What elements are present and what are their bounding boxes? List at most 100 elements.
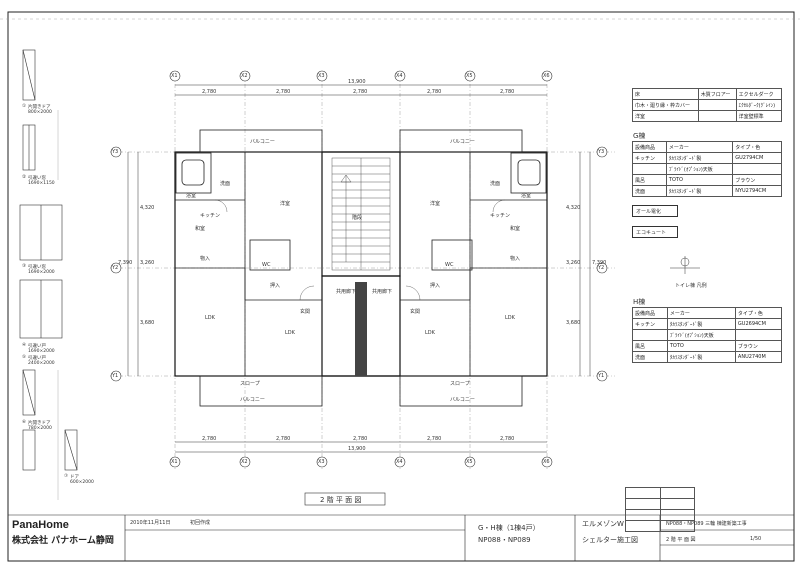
table-cell: ﾀｶﾗｽﾀﾝﾀﾞｰﾄﾞ製 [666, 351, 736, 363]
dim-bottom-span-1: 2,780 [202, 436, 217, 442]
table-cell: 風呂 [632, 340, 668, 352]
room-kitchen-right: キッチン [490, 213, 511, 219]
room-wc-left: WC [262, 262, 271, 268]
window-type-3-code: ③ [22, 264, 27, 269]
table-row [625, 520, 695, 532]
table-header-cell: 設備商品 [632, 141, 667, 153]
toilet-legend-label: トイレ棟 凡例 [675, 283, 707, 289]
dim-bottom-span-3: 2,780 [353, 436, 368, 442]
dim-right-2: 3,260 [566, 260, 581, 266]
dim-bottom-span-4: 2,780 [427, 436, 442, 442]
table-cell: 洋室壁標準 [735, 110, 783, 122]
plan-title: 2 階 平 面 図 [320, 496, 362, 504]
dim-top-overall: 13,900 [348, 79, 366, 85]
window-type-4-size: 1690×2000 [28, 349, 55, 354]
company-name: 株式会社 パナホーム静岡 [12, 536, 114, 546]
dim-top-span-4: 2,780 [427, 89, 442, 95]
table-cell: ﾀｶﾗｽﾀﾝﾀﾞｰﾄﾞ製 [665, 152, 734, 164]
table-header-cell: タイプ・色 [732, 141, 782, 153]
table-cell: ブラウン [732, 174, 782, 186]
table-cell: 木質フロアー [697, 88, 737, 100]
work-title: NP088・NP089 三輪 棟建新築工事 [666, 521, 747, 527]
table-cell: キッチン [632, 318, 668, 330]
room-storage-right: 押入 [430, 283, 441, 289]
window-type-5-label: 引違い戸 [28, 356, 46, 361]
table-cell: ﾀｶﾗｽﾀﾝﾀﾞｰﾄﾞ製 [666, 318, 736, 330]
drawing-status: 初回作成 [190, 520, 211, 526]
table-cell: 洗面 [632, 185, 667, 197]
dim-left-2: 3,260 [140, 260, 155, 266]
window-type-7-label: ドア [70, 475, 79, 480]
table-cell: エクセルダーク [735, 88, 783, 100]
table-cell [625, 509, 661, 521]
table-row: キッチン ﾀｶﾗｽﾀﾝﾀﾞｰﾄﾞ製 GU2794CM [632, 152, 782, 164]
axis-label-y2-right: Y2 [598, 265, 605, 271]
room-balcony-right: バルコニー [450, 397, 475, 403]
room-balcony-top-right: バルコニー [450, 139, 475, 145]
window-type-2-size: 1690×1150 [28, 181, 55, 186]
dim-bottom-span-2: 2,780 [276, 436, 291, 442]
axis-label-y1-right: Y1 [598, 373, 605, 379]
dim-right-1: 4,320 [566, 205, 581, 211]
h-building-heading: H棟 [633, 298, 646, 306]
room-western-right: 洋室 [430, 201, 441, 207]
dim-top-span-3: 2,780 [353, 89, 368, 95]
room-slope-left: スロープ [240, 381, 260, 387]
room-sink-left: 洗面 [220, 181, 231, 187]
axis-label-x2-bottom: X2 [241, 459, 248, 465]
axis-label-x6: X6 [543, 73, 550, 79]
room-western-left: 洋室 [280, 201, 291, 207]
table-row [625, 487, 695, 499]
window-type-5-size: 2400×2000 [28, 361, 55, 366]
window-type-6-code: ⑥ [22, 420, 27, 425]
window-type-2-code: ② [22, 175, 27, 180]
table-row [625, 509, 695, 521]
building-name: G・H棟（1棟4戸） [478, 524, 540, 532]
table-row: キッチン ﾀｶﾗｽﾀﾝﾀﾞｰﾄﾞ製 GU2694CM [632, 318, 783, 330]
table-header-cell: 設備商品 [632, 307, 668, 319]
table-row: 風呂 TOTO ブラウン [632, 340, 783, 352]
ecocute-box: エコキュート [632, 226, 678, 238]
dim-bottom-span-5: 2,780 [500, 436, 515, 442]
dim-top-span-1: 2,780 [202, 89, 217, 95]
drawing-date: 2010年11月11日 [130, 520, 171, 526]
window-type-7-code: ⑦ [64, 474, 69, 479]
room-closet-right: 物入 [510, 256, 521, 262]
company-brand-logo: PanaHome [12, 519, 69, 531]
table-cell: TOTO [666, 340, 736, 352]
dim-left-total: 7,390 [118, 260, 133, 266]
dim-top-span-2: 2,780 [276, 89, 291, 95]
window-type-6-label: 片開きドア [28, 421, 51, 426]
table-cell: ブラウン [734, 340, 783, 352]
dim-right-3: 3,680 [566, 320, 581, 326]
table-cell [625, 520, 661, 532]
project-name: エルメゾンW [582, 520, 624, 528]
table-header-cell: メーカー [666, 307, 736, 319]
room-ldk-1: LDK [205, 315, 215, 321]
axis-label-x6-bottom: X6 [543, 459, 550, 465]
window-type-4-label: 引違い戸 [28, 344, 46, 349]
window-type-2-label: 引違い窓 [28, 176, 46, 181]
room-slope-right: スロープ [450, 381, 470, 387]
room-bath-left: 浴室 [186, 193, 197, 199]
drawing-scale: 1/50 [750, 536, 762, 542]
room-wc-right: WC [445, 262, 454, 268]
room-japanese-right: 和室 [510, 226, 521, 232]
window-type-5-code: ⑤ [22, 355, 27, 360]
axis-label-x3: X3 [318, 73, 325, 79]
table-cell: 巾木・廻り縁・枠カバー [632, 99, 699, 111]
table-cell [632, 163, 667, 175]
revision-table [625, 487, 695, 532]
ecocute-label: エコキュート [636, 230, 667, 236]
room-corridor-left: 共用廊下 [336, 289, 357, 295]
window-type-7-size: 600×2000 [70, 480, 94, 485]
table-row: ﾌﾞﾗｲﾄﾞ(ｵﾌﾟｼｮﾝ)天板 [632, 163, 782, 175]
room-japanese-left: 和室 [195, 226, 206, 232]
table-cell: ﾌﾞﾗｲﾄﾞ(ｵﾌﾟｼｮﾝ)天板 [665, 163, 734, 175]
table-row: 風呂 TOTO ブラウン [632, 174, 782, 186]
table-cell [625, 498, 661, 510]
table-row: ﾌﾞﾗｲﾄﾞ(ｵﾌﾟｼｮﾝ)天板 [632, 329, 783, 341]
table-cell [659, 520, 695, 532]
table-row: 巾木・廻り縁・枠カバー ｴｸｾﾙﾀﾞｰｸ(ｸﾞﾚｲﾝ) [632, 99, 783, 111]
